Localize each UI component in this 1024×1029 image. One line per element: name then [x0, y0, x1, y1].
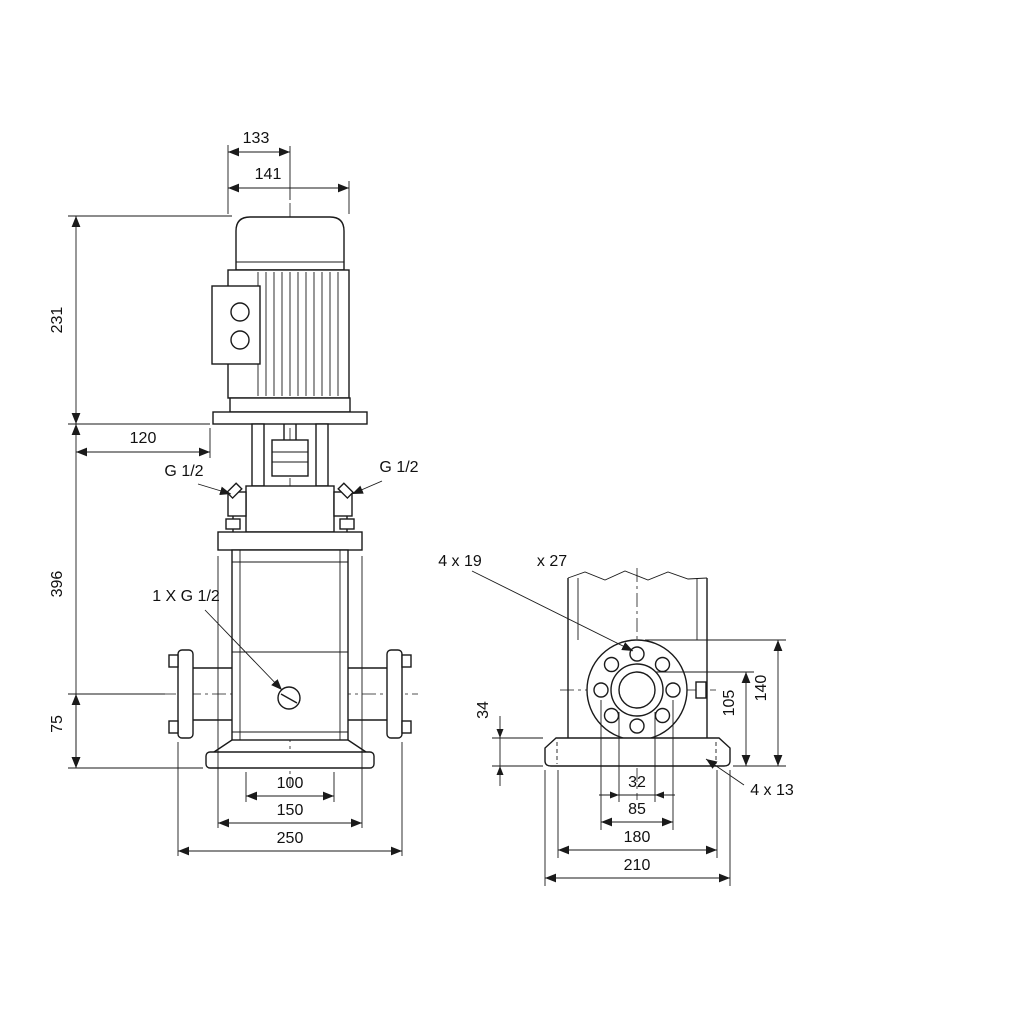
ext-bottom-front	[177, 556, 403, 856]
flange-raised-face	[610, 663, 664, 717]
base-flare	[213, 739, 367, 753]
bolt-hole-3	[629, 718, 645, 734]
bolt-hole-2	[654, 707, 671, 724]
base-plate-side	[544, 737, 731, 767]
flange-bolt-left-bottom	[168, 720, 179, 734]
side-dimensions	[471, 570, 786, 886]
base-holes-label: 4 x 13	[750, 782, 794, 799]
dim-label-396: 396	[49, 571, 66, 598]
flange-holes-label-a: 4 x 19	[438, 553, 482, 570]
ext-34	[492, 737, 543, 767]
sleeve	[231, 549, 349, 741]
cable-entry-bottom	[230, 330, 250, 350]
motor-flange	[229, 397, 351, 413]
dim-label-150: 150	[277, 802, 304, 819]
sleeve-outline-side	[567, 578, 708, 738]
chamber-stack	[168, 531, 412, 741]
staybolt-nut-right	[339, 518, 355, 530]
pump-head	[225, 482, 355, 533]
side-base	[544, 737, 731, 767]
dim-label-32: 32	[628, 774, 646, 791]
coupling-split-lines	[272, 451, 308, 463]
stool-column-right	[315, 423, 329, 487]
cable-entry-top	[230, 302, 250, 322]
ext-bottom-side	[544, 700, 731, 886]
drain-plug-slot	[280, 693, 298, 704]
dim-label-120: 120	[130, 430, 157, 447]
dim-label-105: 105	[721, 690, 738, 717]
dim-label-210: 210	[624, 857, 651, 874]
staybolt-nut-left	[225, 518, 241, 530]
coupling	[271, 439, 309, 477]
bolt-hole-8	[654, 656, 671, 673]
dim-label-141: 141	[255, 166, 282, 183]
shaft-lines	[283, 424, 297, 440]
dim-label-250: 250	[277, 830, 304, 847]
fan-cover	[235, 216, 345, 271]
ext-top	[227, 145, 350, 214]
ext-left	[68, 215, 232, 769]
port-label-right: G 1/2	[379, 459, 418, 476]
arrow-32-left	[610, 791, 619, 799]
dim-label-231: 231	[49, 307, 66, 334]
arrow-32-right	[655, 791, 664, 799]
break-line	[567, 570, 708, 581]
dim-label-180: 180	[624, 829, 651, 846]
leader-port-right	[351, 480, 383, 495]
top-flange-plate	[217, 531, 363, 551]
terminal-box	[211, 285, 261, 365]
arrow-34-bottom	[496, 766, 504, 775]
drain-label: 1 X G 1/2	[152, 588, 220, 605]
front-dimensions	[68, 145, 403, 856]
bolt-hole-1	[665, 682, 681, 698]
sleeve-inner-side	[577, 578, 698, 640]
side-port-flange	[586, 639, 707, 741]
dim-label-140: 140	[753, 675, 770, 702]
motor	[211, 216, 351, 413]
flange-bolt-left-top	[168, 654, 179, 668]
bolt-hole-7	[629, 646, 645, 662]
dim-label-75: 75	[49, 715, 66, 733]
leader-flange-holes	[471, 570, 634, 652]
bolt-hole-4	[603, 707, 620, 724]
port-label-left: G 1/2	[164, 463, 203, 480]
front-view: 133 141 231 120 G 1/2 G 1/2 396 1 X G 1/…	[49, 130, 419, 856]
port-flange-left	[177, 649, 194, 739]
gauge-tab	[695, 681, 707, 699]
leader-base-holes	[705, 758, 745, 786]
port-flange-right	[386, 649, 403, 739]
bolt-hole-6	[603, 656, 620, 673]
stool-plate	[212, 411, 368, 425]
motor-stool	[212, 411, 368, 487]
pump-head-body	[245, 485, 335, 533]
flange-bore	[618, 671, 656, 709]
stool-column-left	[251, 423, 265, 487]
bolt-hole-5	[593, 682, 609, 698]
dim-label-133: 133	[243, 130, 270, 147]
flange-bolt-right-bottom	[401, 720, 412, 734]
plug-right	[337, 482, 355, 500]
sleeve-inner-lines	[239, 550, 341, 740]
side-view: 4 x 19 x 27 34 105 140 32 85 180 210 4 x…	[438, 553, 794, 886]
side-sleeve	[567, 570, 708, 738]
dim-label-34: 34	[475, 701, 492, 719]
base-plate-front	[205, 751, 375, 769]
pump-base-front	[205, 739, 375, 769]
port-necks	[193, 667, 387, 721]
ext-right-column	[645, 639, 786, 767]
flange-holes-label-b: x 27	[537, 553, 567, 570]
dim-label-100: 100	[277, 775, 304, 792]
sleeve-seams	[232, 561, 348, 733]
flange-bolt-right-top	[401, 654, 412, 668]
leader-port-left	[197, 483, 232, 496]
arrow-34-top	[496, 729, 504, 738]
dim-label-85: 85	[628, 801, 646, 818]
